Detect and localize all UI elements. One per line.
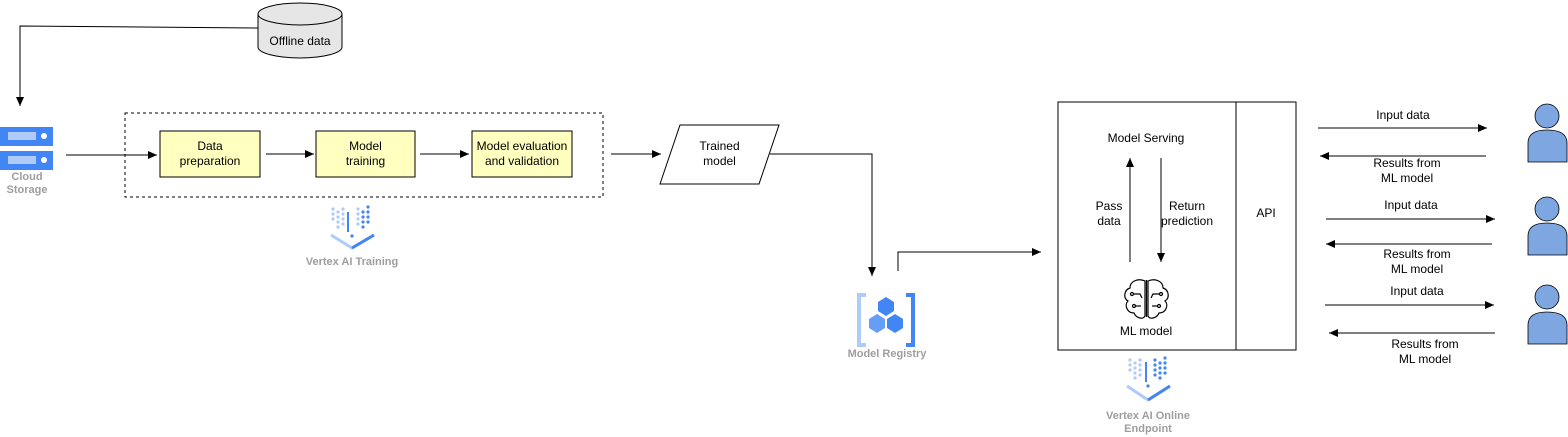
endpoint-box [1057,101,1297,351]
results-label: Results from ML model [1391,337,1459,366]
vertex-ai-endpoint-icon [1126,356,1171,402]
ml-model-label: ML model [1119,324,1173,338]
trained-model-shape [659,124,780,185]
user-icon [1527,196,1568,256]
offline-data-label: Offline data [269,33,331,48]
cloud-storage-icon [0,127,53,170]
user-icon [1527,103,1568,163]
results-label: Results from ML model [1373,156,1441,185]
model-evaluation-box [471,130,573,178]
arrow-trained-to-registry [770,153,876,276]
arrow-offline-to-storage [16,25,259,106]
model-registry-icon [857,293,915,347]
input-data-label: Input data [1376,108,1430,122]
offline-data-cylinder [257,2,343,59]
results-label: Results from ML model [1383,247,1451,276]
model-registry-label: Model Registry [847,348,927,360]
model-evaluation-label: Model evaluation and validation [476,139,568,168]
trained-model-label: Trained model [699,139,740,168]
vertex-ai-training-icon [330,205,375,250]
data-preparation-box [159,130,261,178]
user-icon [1527,284,1568,345]
vertex-ai-endpoint-label: Vertex AI Online Endpoint [1106,410,1190,435]
model-serving-label: Model Serving [1107,131,1185,145]
vertex-ai-training-label: Vertex AI Training [305,256,399,268]
api-label: API [1256,206,1276,220]
brain-icon [1124,279,1169,319]
connectors [16,25,1495,337]
model-training-box [315,130,416,178]
input-data-label: Input data [1390,284,1444,298]
arrow-registry-to-endpoint [897,248,1041,271]
cloud-storage-label: Cloud Storage [6,171,48,196]
model-training-label: Model training [345,139,386,168]
pass-data-label: Pass data [1095,199,1123,228]
input-data-label: Input data [1384,198,1438,212]
return-prediction-label: Return prediction [1160,199,1214,228]
data-preparation-label: Data preparation [179,139,241,168]
